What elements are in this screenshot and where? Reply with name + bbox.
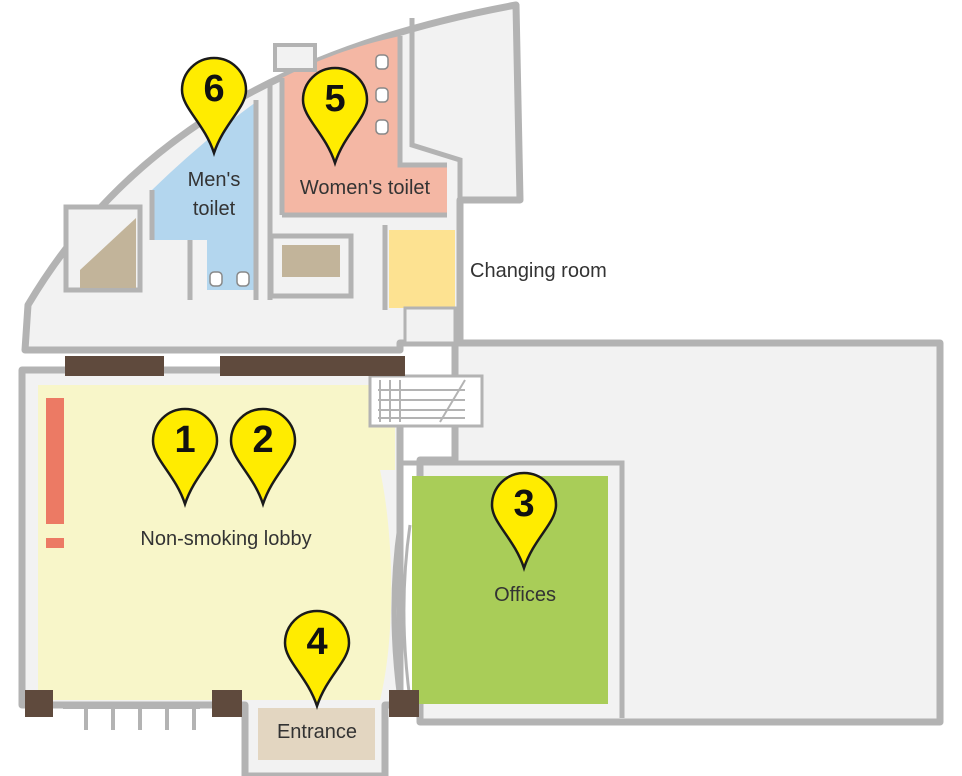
exit-marker-dot xyxy=(46,538,64,548)
exit-marker xyxy=(46,398,64,524)
pin-3[interactable]: 3 xyxy=(490,471,558,572)
pin-5-number: 5 xyxy=(324,78,345,120)
entrance-label: Entrance xyxy=(277,721,357,743)
offices-wall xyxy=(400,460,625,718)
pin-6-marker-icon xyxy=(180,56,248,157)
mens-toilet-label-line1: Men's xyxy=(188,169,241,191)
window-markers xyxy=(63,705,200,730)
north-notch xyxy=(273,43,317,72)
north-stair-center-fill xyxy=(282,245,340,277)
lobby-stairs-treads xyxy=(378,379,466,423)
pillars xyxy=(25,356,419,717)
entrance-area xyxy=(258,708,375,760)
offices-label: Offices xyxy=(494,584,556,606)
pin-6-number: 6 xyxy=(203,68,224,110)
lobby-curved-wall-inner xyxy=(402,524,412,701)
pin-3-number: 3 xyxy=(513,483,534,525)
lobby-label: Non-smoking lobby xyxy=(140,528,311,550)
pin-4-number: 4 xyxy=(306,621,327,663)
womens-toilet-fixtures xyxy=(375,54,389,135)
north-stair-left-fill xyxy=(80,218,136,288)
north-east-wall xyxy=(409,18,463,200)
pin-4-marker-icon xyxy=(283,609,351,710)
pin-1-marker-icon xyxy=(151,407,219,508)
changing-room-annex xyxy=(403,306,457,345)
pin-4[interactable]: 4 xyxy=(283,609,351,710)
north-inner-walls xyxy=(149,36,447,310)
womens-toilet-label: Women's toilet xyxy=(300,177,431,199)
pin-3-marker-icon xyxy=(490,471,558,572)
pin-2[interactable]: 2 xyxy=(229,407,297,508)
pin-1[interactable]: 1 xyxy=(151,407,219,508)
changing-room-label: Changing room xyxy=(470,260,607,282)
mens-toilet-label-line2: toilet xyxy=(193,198,236,220)
pin-5[interactable]: 5 xyxy=(301,66,369,167)
mens-toilet-fixtures xyxy=(209,271,250,287)
pin-2-marker-icon xyxy=(229,407,297,508)
pin-5-marker-icon xyxy=(301,66,369,167)
mens-toilet-area xyxy=(152,102,256,290)
lobby-curved-wall xyxy=(391,524,403,701)
pin-2-number: 2 xyxy=(252,419,273,461)
pin-6[interactable]: 6 xyxy=(180,56,248,157)
pin-1-number: 1 xyxy=(174,419,195,461)
changing-room-area xyxy=(389,230,455,308)
